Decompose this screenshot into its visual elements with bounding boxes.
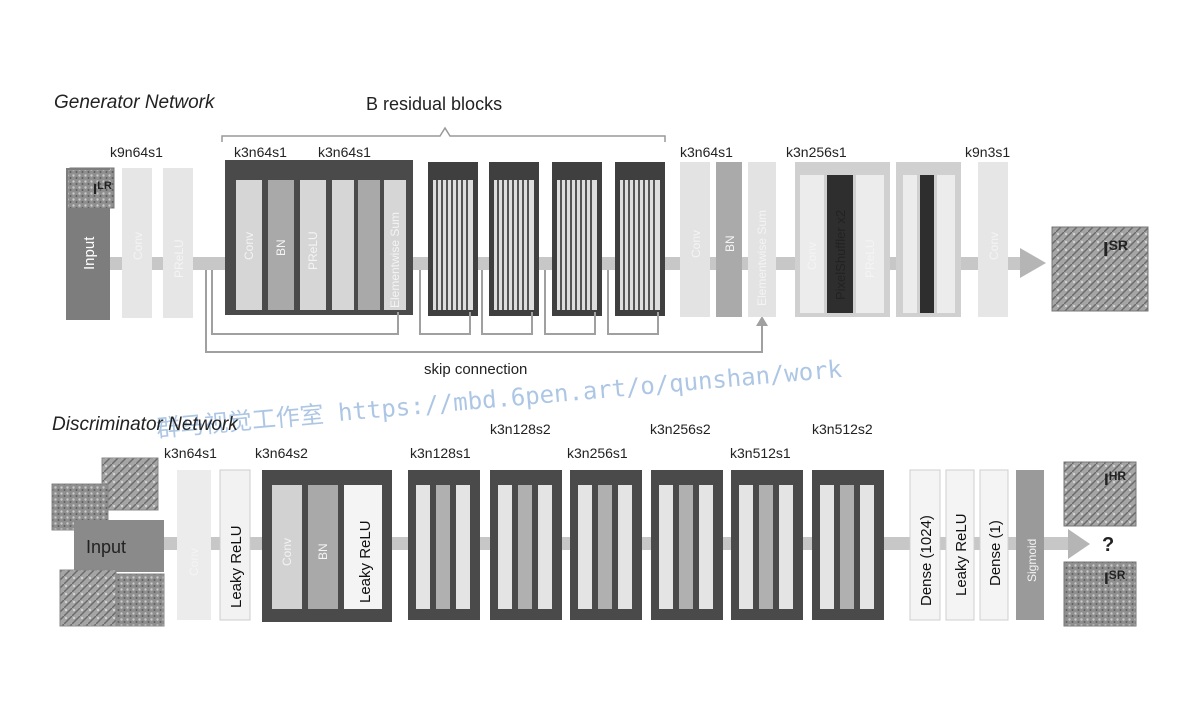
gen-conv-out-label: Conv [987,232,1001,260]
gen-sum2-label: Elementwise Sum [755,210,769,306]
gen-k-label-4: k3n64s1 [680,144,733,160]
hr-image-label: IHR [1104,469,1126,489]
disc-k-label-3: k3n128s1 [410,445,471,461]
gen-conv2-block [680,162,710,317]
gen-conv1-label: Conv [131,232,145,260]
gen-long-skip [205,270,763,353]
rb-prelu-block [300,180,326,310]
residual-block-5 [615,162,665,316]
disc-lrelu1-block [219,469,251,621]
gen-sum2-block [748,162,776,317]
disc-block-7 [812,470,884,620]
disc-k-label-5: k3n256s1 [567,445,628,461]
disc-blk-bn-block [308,485,338,609]
rb-conv1-label: Conv [242,232,256,260]
gen-k-label-6: k9n3s1 [965,144,1010,160]
residual-block-3 [489,162,539,316]
disc-blk-conv-block [272,485,302,609]
disc-lrelu2-label: Leaky ReLU [953,513,970,596]
disc-block-3 [490,470,562,620]
disc-blk-lrelu-block [344,485,382,609]
rb-bn2-block [358,180,380,310]
rb-conv1-block [236,180,262,310]
gen-conv1-block [122,168,152,318]
disc-blk-bn-label: BN [316,543,330,560]
gen-k-label-2: k3n64s1 [234,144,287,160]
disc-block-6 [731,470,803,620]
rb-bn1-label: BN [274,239,288,256]
sr-output-image [1051,226,1149,312]
pixel-shuffler-label: PixelShuffler x2 [833,210,848,300]
question-mark: ? [1102,534,1114,556]
disc-blk-conv-label: Conv [280,538,294,566]
rb-conv2-block [332,180,354,310]
dense-1-block [979,469,1009,621]
hr-image [1063,461,1137,527]
gen-prelu1-block [163,168,193,318]
disc-block-5 [651,470,723,620]
disc-input-collage [51,457,165,627]
sr-image [1063,561,1137,627]
skip-connection-label: skip connection [424,361,527,378]
dense-1024-label: Dense (1024) [918,515,935,606]
disc-lrelu1-label: Leaky ReLU [228,525,245,608]
disc-k-label-1: k3n64s1 [164,445,217,461]
generator-title: Generator Network [54,92,216,113]
lr-image-thumbnail-overlay [68,170,112,208]
gen-k-label-5: k3n256s1 [786,144,847,160]
gen-k-label-1: k9n64s1 [110,144,163,160]
sigmoid-block [1016,470,1044,620]
disc-k-label-8: k3n512s2 [812,421,873,437]
discriminator-title: Discriminator Network [52,414,239,435]
upsample-block-1: Conv PixelShuffler x2 PReLU [795,162,890,317]
sr-output-label: ISR [1103,237,1128,261]
disc-conv1-block [177,470,211,620]
disc-input-label: Input [86,537,126,557]
gen-long-skip-arrowhead [756,316,768,326]
residual-block-4 [552,162,602,316]
disc-k-label-4: k3n128s2 [490,421,551,437]
gen-flow-arrowhead [1020,248,1046,278]
disc-block-4 [570,470,642,620]
sr-image-label: ISR [1104,568,1126,588]
disc-k-label-6: k3n256s2 [650,421,711,437]
disc-block-2 [408,470,480,620]
dense-1024-block [909,469,941,621]
disc-k-label-2: k3n64s2 [255,445,308,461]
disc-flow-arrowhead [1068,529,1090,559]
sigmoid-label: Sigmoid [1025,539,1039,582]
residual-blocks-label: B residual blocks [366,94,502,114]
upsample-block-2 [896,162,961,317]
rb-sum-block [384,180,406,310]
gen-k-label-3: k3n64s1 [318,144,371,160]
disc-lrelu2-block [945,469,975,621]
disc-conv1-label: Conv [187,548,201,576]
gen-bn2-block [716,162,742,317]
gen-bn2-label: BN [723,235,737,252]
disc-blk-lrelu-label: Leaky ReLU [357,520,374,603]
rb-skip-loops [211,270,659,335]
rb-prelu-label: PReLU [306,231,320,270]
disc-k-label-7: k3n512s1 [730,445,791,461]
rb-bn1-block [268,180,294,310]
lr-image-caption: ILR [93,180,112,198]
gen-prelu1-label: PReLU [172,239,186,278]
dense-1-label: Dense (1) [987,520,1004,586]
up-conv-label: Conv [805,242,819,270]
gen-conv-out-block [978,162,1008,317]
gen-input-label: Input [81,236,98,270]
rb-sum-label: Elementwise Sum [388,212,402,308]
gen-conv2-label: Conv [689,230,703,258]
residual-brace [221,126,666,142]
up-prelu-label: PReLU [863,239,877,278]
residual-block-2 [428,162,478,316]
